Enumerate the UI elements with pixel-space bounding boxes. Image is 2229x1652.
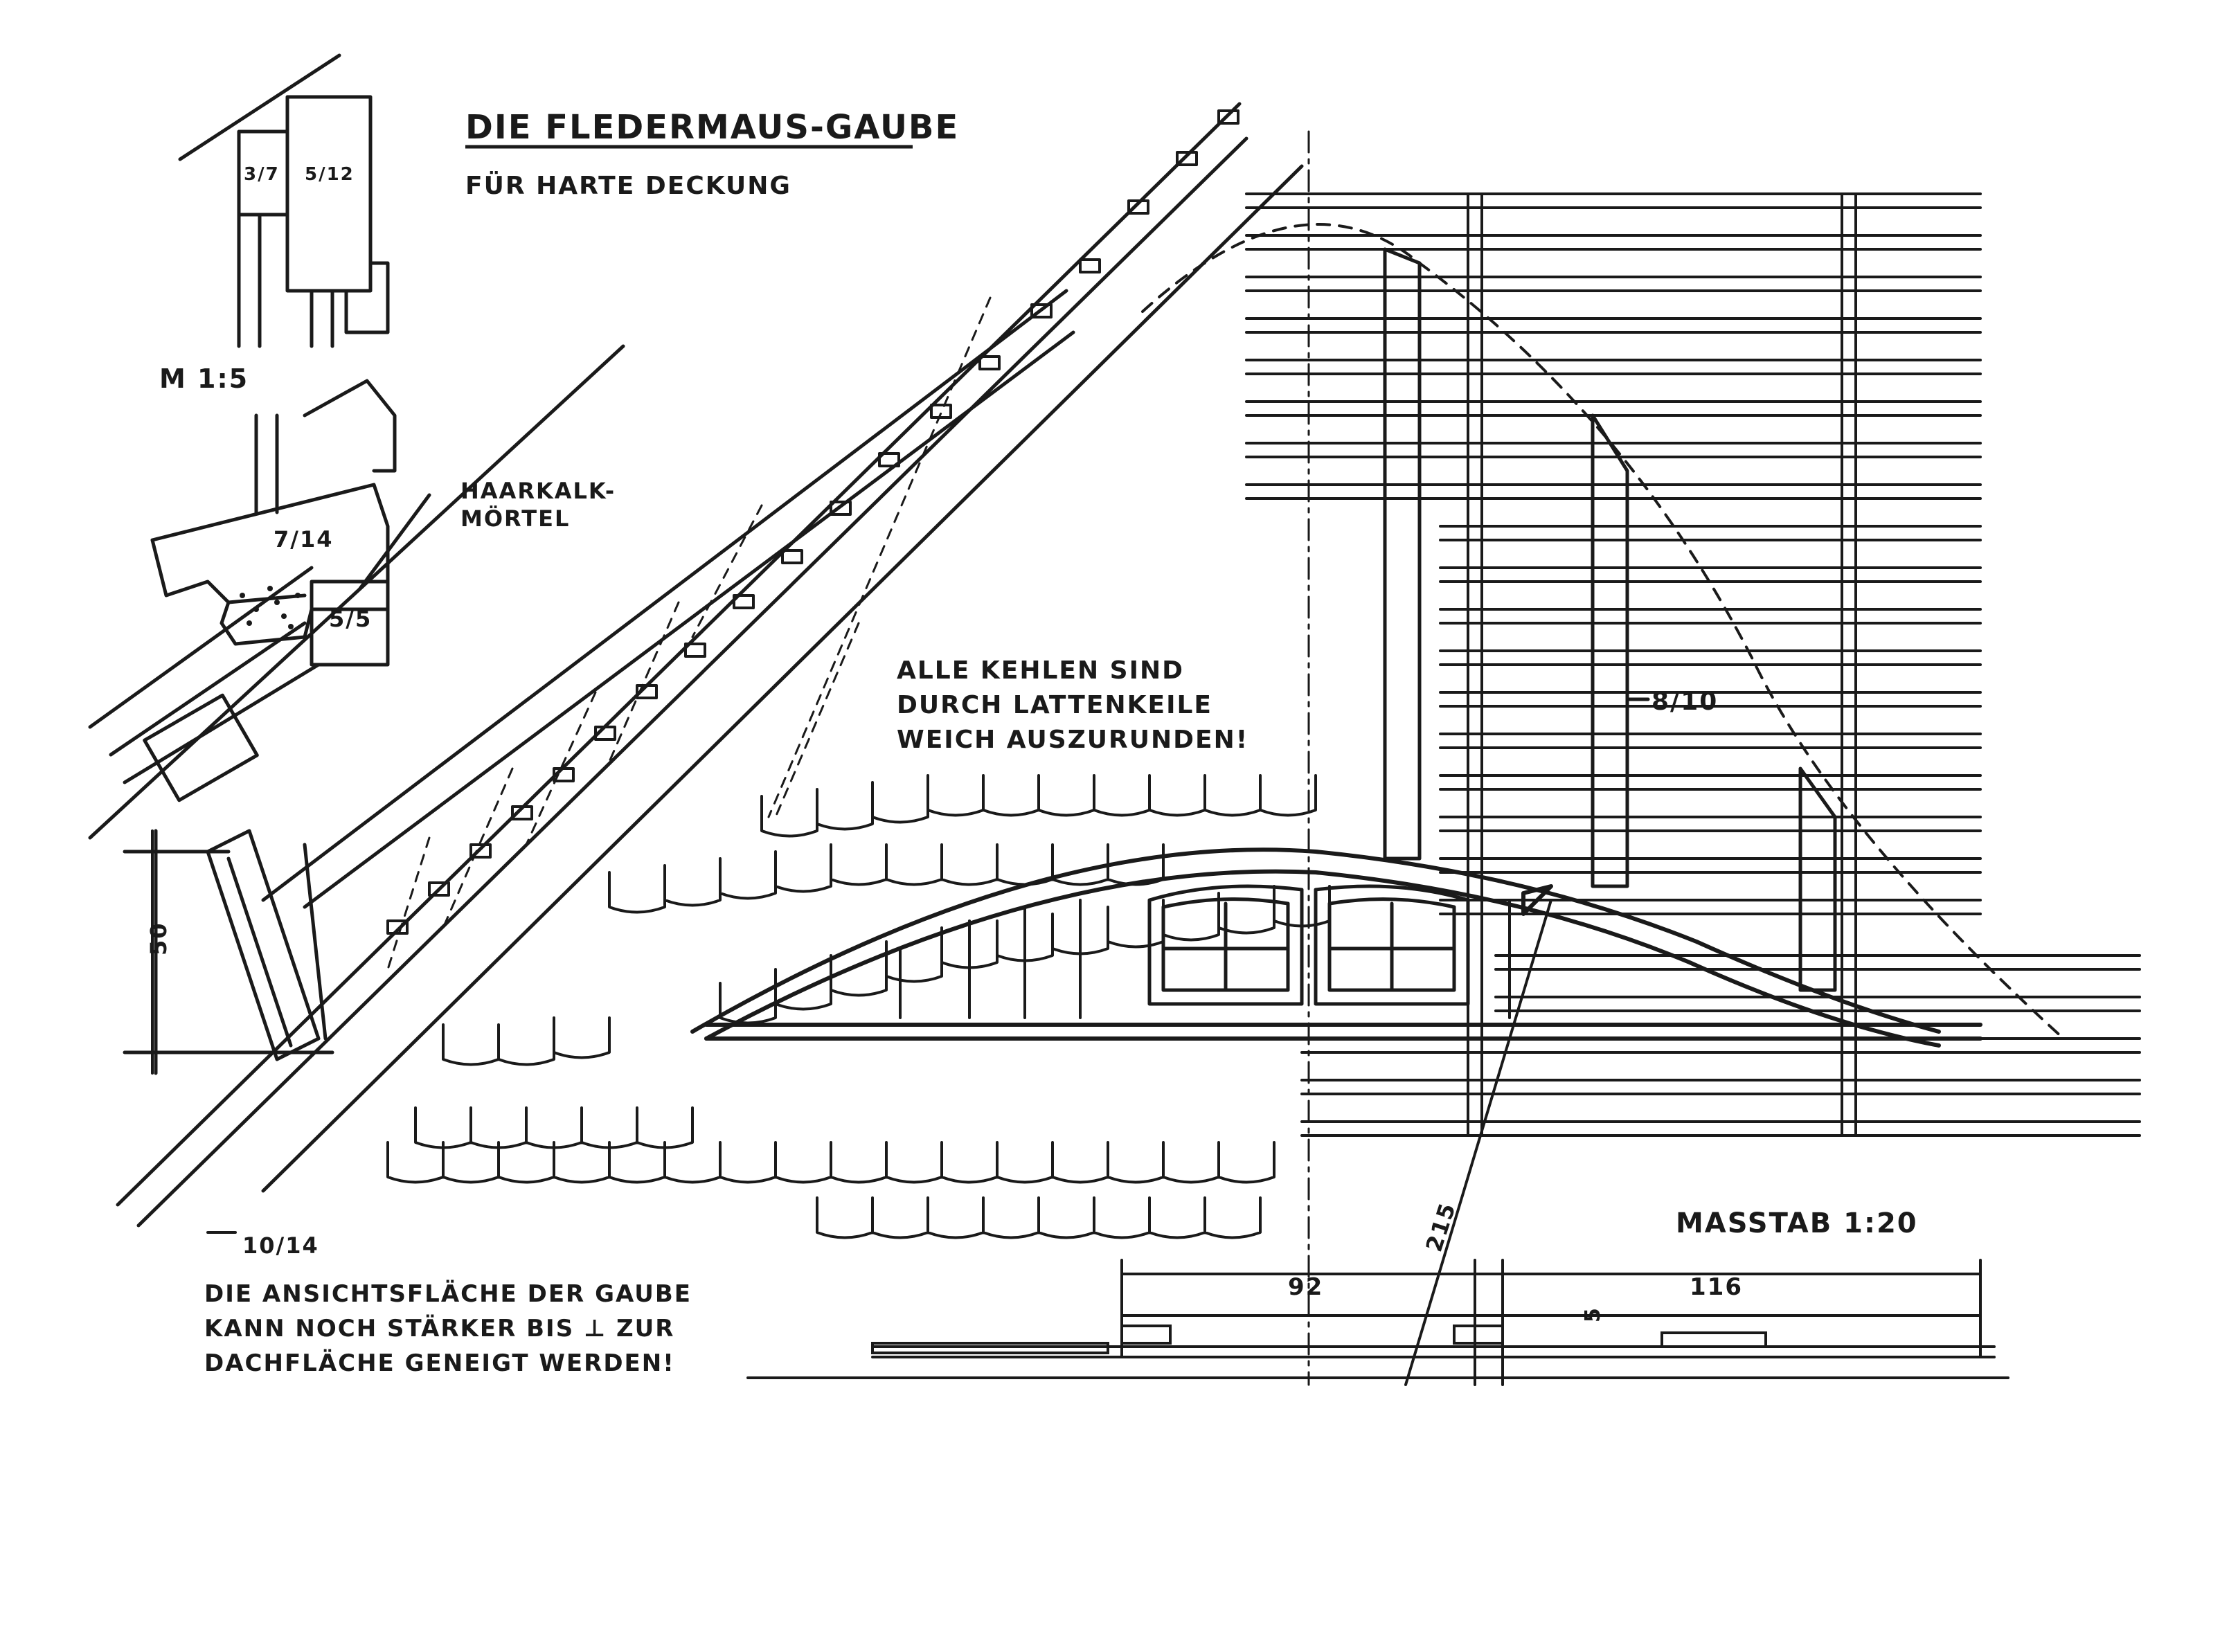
svg-text:DURCH LATTENKEILE: DURCH LATTENKEILE <box>897 691 1212 719</box>
detail-scale: M 1:5 <box>159 363 249 394</box>
roof-section <box>116 102 1304 1228</box>
title: DIE FLEDERMAUS-GAUBE <box>465 108 959 147</box>
dormer-studs <box>899 899 1511 1019</box>
label-7-14: 7/14 <box>274 526 333 553</box>
note-ansicht: DIE ANSICHTSFLÄCHE DER GAUBE KANN NOCH S… <box>204 1280 692 1377</box>
dormer-window-left[interactable] <box>1147 884 1304 1006</box>
dormer-front <box>690 847 1982 1048</box>
roof-tiles <box>386 774 1331 1239</box>
dimension-lines <box>151 829 2009 1386</box>
label-mortar-2: MÖRTEL <box>460 505 570 532</box>
svg-text:WEICH AUSZURUNDEN!: WEICH AUSZURUNDEN! <box>897 726 1248 754</box>
dimension-hatch <box>871 1325 1767 1354</box>
dim-5: 5 <box>1581 1307 1605 1322</box>
dashed-guides <box>386 296 992 971</box>
dormer-window-right[interactable] <box>1314 884 1470 1006</box>
mortar-dots <box>240 586 301 629</box>
label-5-12: 5/12 <box>305 164 355 185</box>
roof-battens <box>386 109 1239 935</box>
note-kehlen: ALLE KEHLEN SIND DURCH LATTENKEILE WEICH… <box>897 656 1248 754</box>
dim-50: 50 <box>145 922 172 955</box>
label-3-7: 3/7 <box>244 164 280 185</box>
detail-section <box>88 53 625 840</box>
rafter-posts <box>1383 247 1837 992</box>
svg-text:DACHFLÄCHE GENEIGT WERDEN!: DACHFLÄCHE GENEIGT WERDEN! <box>204 1349 675 1377</box>
svg-text:KANN NOCH STÄRKER BIS ⊥ ZUR: KANN NOCH STÄRKER BIS ⊥ ZUR <box>204 1314 674 1343</box>
subtitle: FÜR HARTE DECKUNG <box>465 171 791 200</box>
dim-10-14: 10/14 <box>242 1232 319 1259</box>
roof-lines-right <box>1245 192 2141 1137</box>
label-5-5: 5/5 <box>329 606 372 632</box>
dim-116: 116 <box>1690 1273 1743 1301</box>
svg-text:DIE ANSICHTSFLÄCHE DER GAUBE: DIE ANSICHTSFLÄCHE DER GAUBE <box>204 1280 692 1308</box>
dim-92: 92 <box>1288 1273 1323 1301</box>
label-mortar-1: HAARKALK- <box>460 478 616 504</box>
dim-8-10: 8/10 <box>1651 688 1718 716</box>
dim-215: 215 <box>1420 1198 1461 1255</box>
main-scale: MASSTAB 1:20 <box>1676 1207 1918 1239</box>
dashed-curve <box>1141 223 2065 1040</box>
svg-text:ALLE KEHLEN SIND: ALLE KEHLEN SIND <box>897 656 1184 685</box>
title-block: DIE FLEDERMAUS-GAUBE FÜR HARTE DECKUNG <box>465 108 959 200</box>
